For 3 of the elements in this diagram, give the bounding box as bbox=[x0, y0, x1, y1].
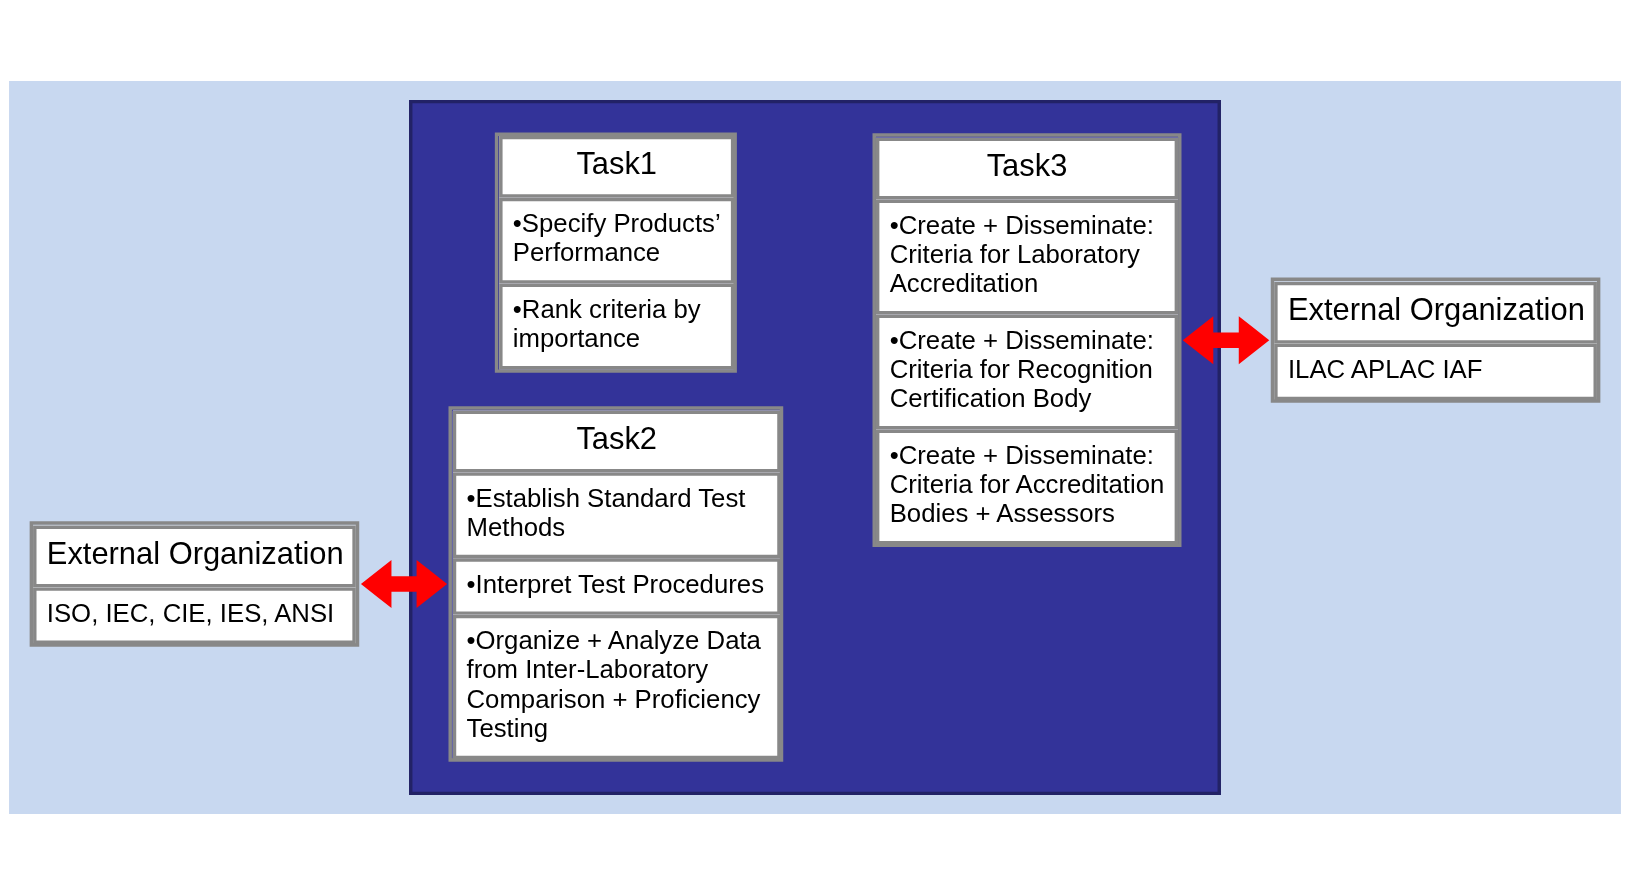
arrow bbox=[1182, 315, 1270, 364]
arrow bbox=[360, 559, 448, 608]
cluster bbox=[409, 99, 1221, 795]
